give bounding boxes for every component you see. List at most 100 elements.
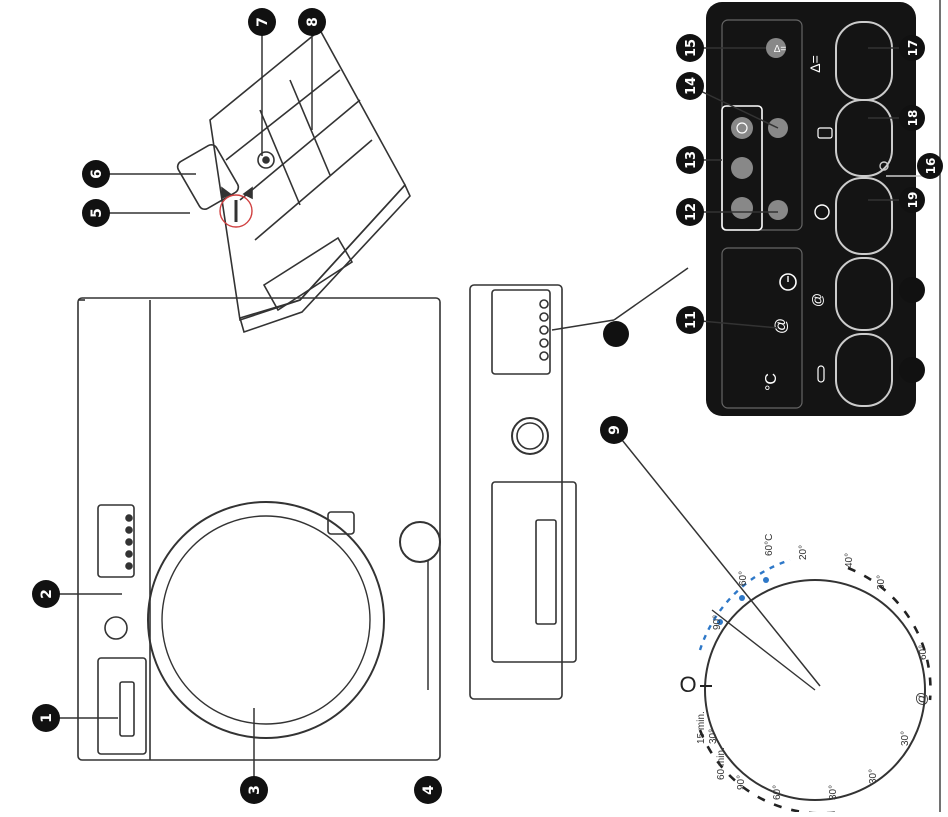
zoom-display-area: [721, 247, 803, 409]
svg-text:13: 13: [684, 151, 699, 169]
dial-off-label: O: [679, 672, 696, 697]
callout-3: 3: [240, 776, 268, 804]
drawer-latch-highlight: [219, 194, 253, 228]
svg-text:9: 9: [607, 425, 623, 435]
temperature-button-icon: [817, 365, 825, 383]
temperature-button[interactable]: [835, 333, 893, 407]
door-glass: [161, 515, 371, 725]
program-label-quick-15min: 15 min.: [696, 711, 707, 744]
program-label-rinse-spin: @: [913, 692, 929, 706]
svg-text:14: 14: [684, 77, 699, 95]
front-detergent-drawer: [97, 657, 147, 755]
dial-pointer: [711, 609, 816, 691]
control-panel-body: [469, 284, 563, 700]
temperature-unit-label: °C: [763, 373, 780, 391]
svg-text:19: 19: [906, 192, 920, 209]
program-label-delicates-20: 20°: [798, 545, 809, 560]
dial-blue-arc: [698, 558, 791, 651]
control-panel-side-view: [469, 284, 577, 700]
door-handle: [327, 511, 355, 535]
timer-icon: [779, 273, 797, 291]
callout-15: 15: [676, 34, 704, 62]
spin-button[interactable]: [835, 257, 893, 331]
callout-badges: 1 2 3 4 5 6 7 8 9 11 12 13 14 15 16 17 1…: [32, 8, 943, 804]
rinse-plus-icon: [731, 157, 753, 179]
program-label-sports-30: 30°: [868, 769, 879, 784]
delay-end-button-icon: [814, 204, 830, 220]
dial-circle: [704, 579, 926, 801]
program-label-quick-60min: 60 min.: [716, 747, 727, 780]
svg-text:18: 18: [906, 110, 920, 127]
program-label-mixed-40: 40°: [844, 553, 855, 568]
callout-8: 8: [298, 8, 326, 36]
svg-text:16: 16: [924, 158, 938, 175]
callout-16: 16: [917, 153, 943, 179]
program-label-quick-60: 60°: [772, 785, 783, 800]
rinse-hold-indicator: [766, 38, 786, 58]
front-display: [97, 504, 135, 578]
option-icon-group: [721, 105, 763, 231]
panel-drawer: [491, 481, 577, 663]
callout-5: 5: [82, 199, 110, 227]
key-icon: [879, 161, 889, 171]
program-label-cotton-eco-60: 60°: [738, 571, 749, 586]
callout-2: 2: [32, 580, 60, 608]
callout-7: 7: [248, 8, 276, 36]
program-label-quick-15-30: 30°: [708, 729, 719, 744]
steam-button-icon: [817, 127, 833, 139]
svg-text:3: 3: [247, 785, 263, 795]
program-label-synthetics-30: 30°: [876, 575, 887, 590]
callout-13: 13: [676, 146, 704, 174]
rinse-hold-indicator-label: Δ=: [774, 44, 787, 55]
front-program-knob: [104, 616, 128, 640]
callout-19: 19: [899, 187, 925, 213]
callout-18: 18: [899, 105, 925, 131]
svg-text:2: 2: [39, 589, 55, 599]
svg-text:5: 5: [89, 208, 105, 218]
spin-icon: @: [773, 318, 790, 334]
spin-button-badge: [899, 277, 925, 303]
spin-button-icon: @: [809, 293, 825, 307]
delay-end-button[interactable]: [835, 177, 893, 255]
drawer-front-face: [239, 183, 411, 334]
program-label-cotton-60c: 60°C: [764, 534, 775, 556]
temperature-button-badge: [899, 357, 925, 383]
svg-text:8: 8: [305, 17, 321, 27]
program-label-baby-60: 60°: [918, 645, 929, 660]
callout-9: 9: [600, 416, 628, 444]
detergent-drawer: [176, 28, 411, 334]
svg-text:1: 1: [39, 713, 55, 723]
drawer-handle-slot: [262, 236, 354, 312]
control-panel-zoom: °C @ Δ= Δ= @: [706, 2, 930, 416]
svg-text:7: 7: [255, 17, 271, 27]
program-label-cotton-90: 90°: [712, 615, 723, 630]
panel-zoom-marker: [603, 321, 629, 347]
drawer-box: [209, 28, 406, 322]
callout-11: 11: [676, 306, 704, 334]
program-label-quick-90min: 90°: [736, 775, 747, 790]
panel-display-window: [491, 289, 551, 375]
callout-17: 17: [899, 35, 925, 61]
machine-body: [77, 297, 441, 761]
callout-6: 6: [82, 160, 110, 188]
svg-text:6: 6: [89, 169, 105, 179]
steam-button[interactable]: [835, 99, 893, 177]
drawer-flap: [176, 144, 240, 210]
pre-wash-icon: [731, 117, 753, 139]
svg-text:12: 12: [684, 203, 699, 221]
washing-machine-front: [77, 297, 441, 761]
drawer-siphon: [257, 151, 275, 169]
callout-1: 1: [32, 704, 60, 732]
extra-water-icon: [731, 197, 753, 219]
svg-text:15: 15: [684, 39, 699, 57]
program-label-wool-30: 30°: [900, 731, 911, 746]
dial-dark-arc-right: [847, 566, 932, 701]
svg-text:4: 4: [421, 785, 437, 795]
program-label-shirts-30: 30°: [828, 785, 839, 800]
panel-knob: [511, 417, 549, 455]
callout-12: 12: [676, 198, 704, 226]
service-hatch: [399, 521, 441, 563]
delay-end-icon: [768, 200, 788, 220]
